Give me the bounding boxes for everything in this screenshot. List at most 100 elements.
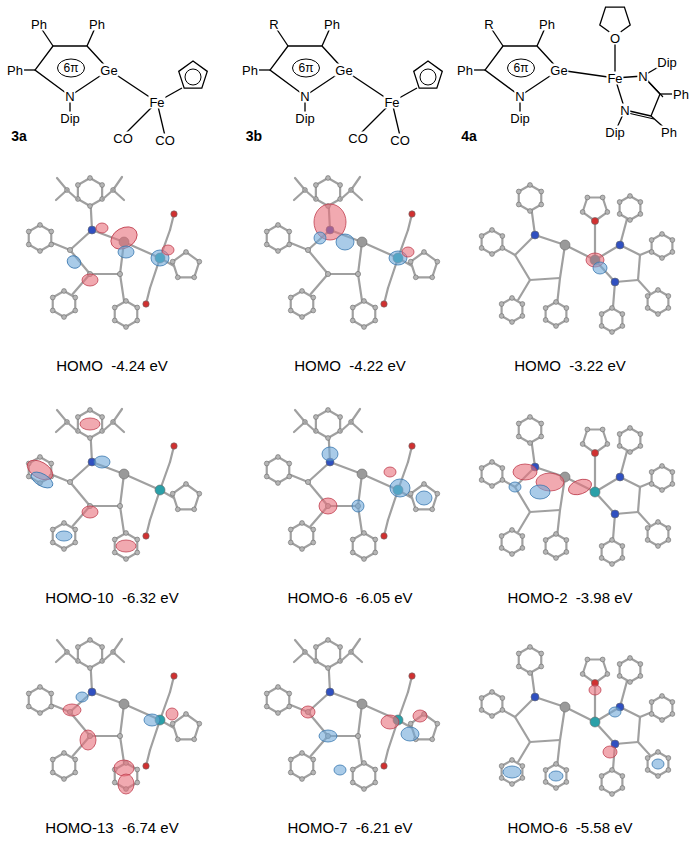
atom-ball [520,534,525,539]
atom-ball [362,761,367,766]
atom-label: CO [154,134,176,147]
orbital-plot [26,176,201,330]
atom-ball [564,538,569,543]
atom-ball [645,526,650,531]
atom-ball [112,550,117,555]
orbital-lobe [76,692,88,702]
atom-ball [490,484,495,489]
atom-ball [117,503,122,508]
atom-ball [88,688,96,696]
atom-ball [499,776,504,781]
atom-ball [638,432,643,437]
atom-ball [620,774,625,779]
atom-ball [73,540,78,545]
structure-drawing [254,28,442,136]
atom-ball [500,246,505,251]
aromatic-oval: 6π [507,58,536,78]
orbital-plot [264,176,439,330]
atom-ball [528,415,533,420]
atom-ball [373,767,378,772]
atom-ball [554,786,559,791]
atom-label: Ph [672,88,690,101]
atom-ball [585,195,590,200]
atom-ball [112,318,117,323]
atom-ball [170,259,175,264]
atom-ball [666,756,671,761]
atom-ball [288,540,293,545]
atom-ball [528,671,533,676]
stick [308,462,330,482]
atom-ball [599,544,604,549]
orbital-lobe [82,506,98,518]
atom-ball [75,415,80,420]
orbital-plot [479,645,675,797]
atom-ball [490,252,495,257]
atom-ball [564,550,569,555]
orbital-lobe [319,498,337,514]
stick [638,512,650,525]
atom-ball [112,537,117,542]
oval [508,59,535,77]
atom-ball [184,712,189,717]
atom-label: Ge [334,64,353,77]
atom-ball [300,315,305,320]
atom-ball [75,645,80,650]
atom-ball [264,229,269,234]
atom-ball [610,330,615,335]
atom-ball [435,721,440,726]
atom-ball [500,708,505,713]
atom-ball [564,318,569,323]
stick [557,740,560,764]
atom-ball [117,733,122,738]
stick [120,274,124,301]
stick [70,482,90,506]
atom-ball [313,415,318,420]
atom-ball [357,699,367,709]
atom-ball [528,209,533,214]
stick [638,742,650,755]
atom-ball [264,242,269,247]
stick [305,652,315,661]
structure-drawing [469,7,681,132]
atom-ball [135,305,140,310]
atom-ball [531,231,539,239]
atom-ball [124,531,129,536]
atom-ball [350,780,355,785]
stick [638,717,640,742]
atom-ball [326,436,331,441]
atom-ball [599,786,604,791]
atom-ball [338,645,343,650]
atom-ball [326,408,331,413]
orbital-lobe [402,247,414,257]
atom-label: Dip [509,112,531,125]
atom-ball [660,488,665,493]
stick [67,190,77,199]
stick [67,652,77,661]
orbital-lobe [144,714,160,726]
atom-label: N [619,104,630,117]
atom-label: O [609,32,621,45]
heterocycle-ring [485,46,559,96]
atom-ball [490,690,495,695]
atom-ball [649,700,654,705]
atom-ball [611,510,619,518]
atom-label: Fe [383,96,400,109]
orbital-caption: HOMO-2 -3.98 eV [507,590,632,605]
atom-ball [490,714,495,719]
atom-ball [554,300,559,305]
atom-ball [38,249,43,254]
atom-ball [617,662,622,667]
atom-ball [276,249,281,254]
atom-ball [311,540,316,545]
orbital-caption: HOMO-13 -6.74 eV [45,820,178,835]
atom-ball [554,556,559,561]
stick [103,652,113,661]
orbital-lobe [94,456,110,468]
atom-ball [645,538,650,543]
atom-ball [355,271,360,276]
atom-ball [580,672,585,677]
atom-ball [197,721,202,726]
atom-ball [560,702,570,712]
atom-ball [479,466,484,471]
atom-label: N [64,90,75,103]
